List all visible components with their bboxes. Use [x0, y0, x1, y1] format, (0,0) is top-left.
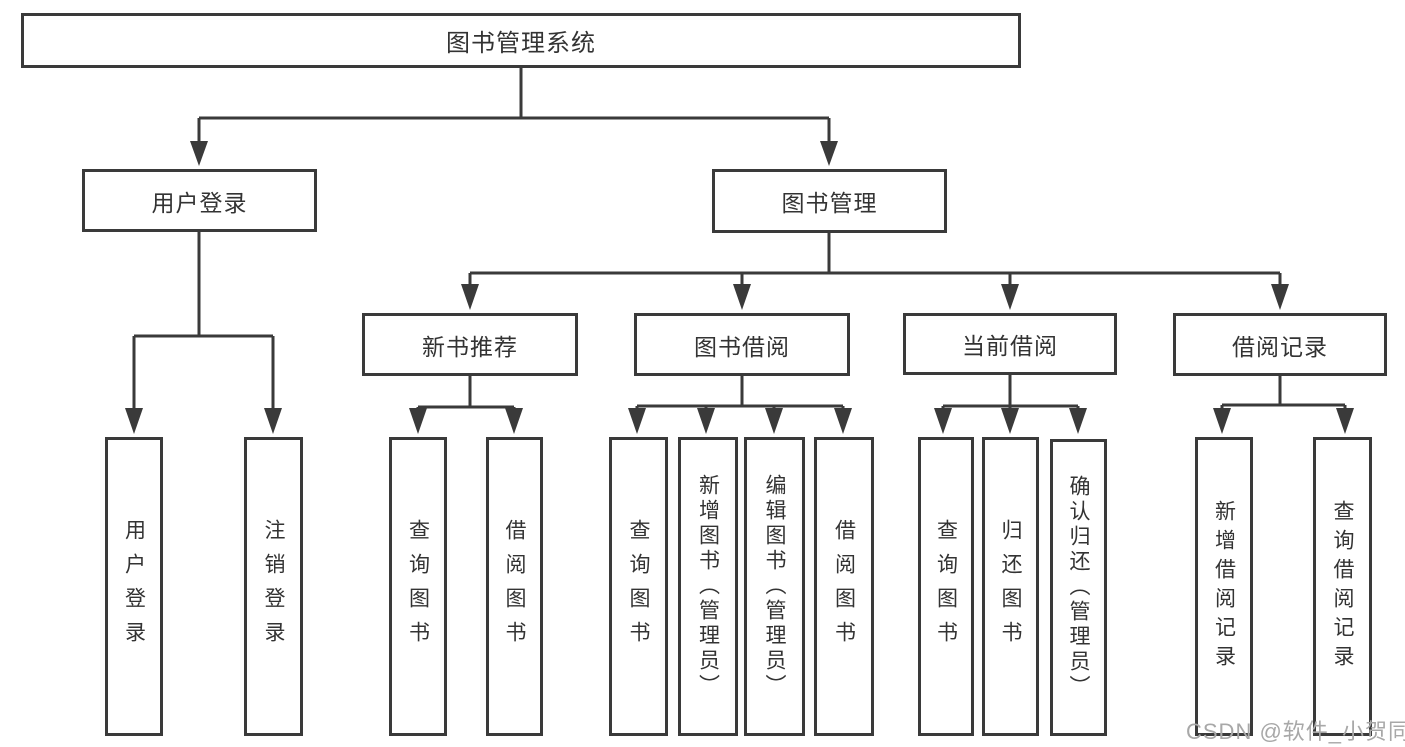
node-leaf-borrow-books-recommend: 借阅图书	[486, 437, 543, 736]
arrow-down-icon	[934, 408, 952, 434]
node-leaf-query-borrow-record: 查询借阅记录	[1313, 437, 1372, 736]
connector-borrowing-records-to-children	[1220, 376, 1347, 411]
node-book-borrowing: 图书借阅	[634, 313, 850, 376]
arrow-down-icon	[628, 408, 646, 434]
arrow-down-icon	[505, 408, 523, 434]
node-leaf-edit-book-admin: 编辑图书（管理员）	[744, 437, 805, 736]
arrow-down-icon	[461, 284, 479, 310]
arrow-down-icon	[409, 408, 427, 434]
node-leaf-query-books-current: 查询图书	[918, 437, 974, 736]
watermark-text: CSDN @软件_小贺同学	[1186, 719, 1405, 744]
arrow-down-icon	[820, 141, 838, 166]
node-leaf-confirm-return-admin: 确认归还（管理员）	[1050, 439, 1107, 736]
node-borrowing-records: 借阅记录	[1173, 313, 1387, 376]
node-library-management-system: 图书管理系统	[21, 13, 1021, 68]
arrow-down-icon	[1213, 408, 1231, 434]
node-user-login: 用户登录	[82, 169, 317, 232]
arrow-down-icon	[697, 408, 715, 434]
arrow-down-icon	[1069, 408, 1087, 434]
arrow-down-icon	[190, 141, 208, 166]
arrow-down-icon	[733, 284, 751, 310]
node-leaf-add-borrow-record: 新增借阅记录	[1195, 437, 1253, 736]
node-leaf-query-books-recommend: 查询图书	[389, 437, 447, 736]
connector-book-management-to-level3	[468, 233, 1282, 287]
connector-user-login-to-children	[132, 232, 275, 411]
arrow-down-icon	[125, 408, 143, 434]
node-current-borrowing: 当前借阅	[903, 313, 1117, 375]
arrow-down-icon	[1001, 284, 1019, 310]
node-leaf-return-books: 归还图书	[982, 437, 1039, 736]
node-leaf-query-books-borrowing: 查询图书	[609, 437, 668, 736]
connector-root-to-level2	[197, 68, 831, 144]
arrow-down-icon	[1271, 284, 1289, 310]
node-book-management: 图书管理	[712, 169, 947, 233]
arrow-down-icon	[264, 408, 282, 434]
node-new-book-recommendation: 新书推荐	[362, 313, 578, 376]
arrow-down-icon	[834, 408, 852, 434]
arrow-down-icon	[765, 408, 783, 434]
arrow-down-icon	[1336, 408, 1354, 434]
connector-new-book-to-children	[416, 376, 516, 411]
node-leaf-logout: 注销登录	[244, 437, 303, 736]
node-leaf-add-book-admin: 新增图书（管理员）	[678, 437, 738, 736]
connector-book-borrowing-to-children	[635, 376, 845, 411]
arrow-down-icon	[1001, 408, 1019, 434]
node-leaf-borrow-books: 借阅图书	[814, 437, 874, 736]
node-leaf-user-login: 用户登录	[105, 437, 163, 736]
connector-current-borrowing-to-children	[941, 375, 1080, 411]
